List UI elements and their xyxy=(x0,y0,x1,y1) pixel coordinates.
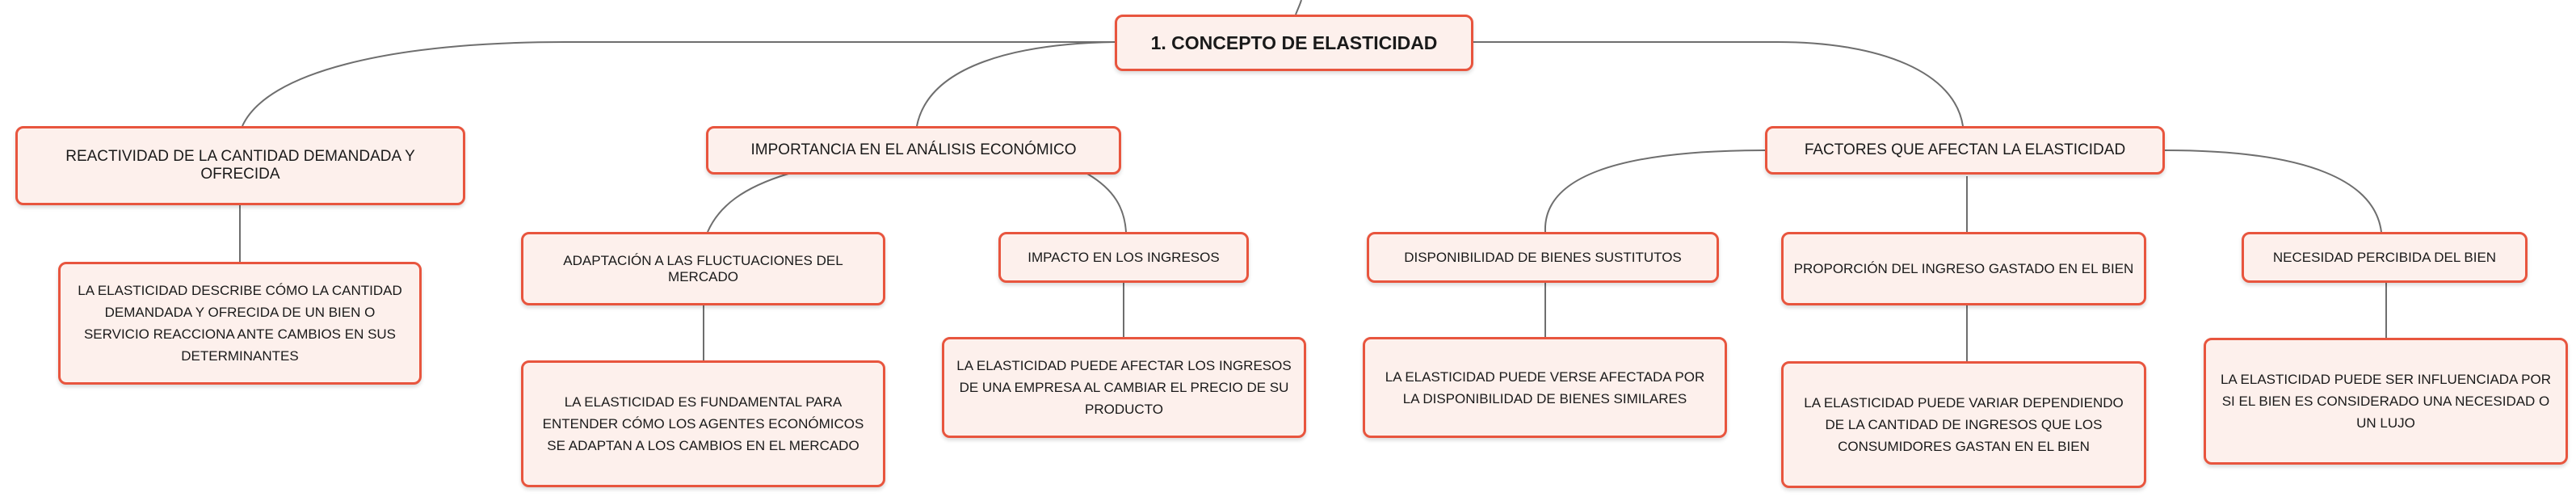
subbranch-adaptacion[interactable]: ADAPTACIÓN A LAS FLUCTUACIONES DEL MERCA… xyxy=(521,232,885,305)
connector-root-reactividad xyxy=(242,41,1115,127)
branch-reactividad-label: REACTIVIDAD DE LA CANTIDAD DEMANDADA Y O… xyxy=(65,148,415,183)
subbranch-proporcion-label: PROPORCIÓN DEL INGRESO GASTADO EN EL BIE… xyxy=(1793,260,2134,276)
adaptacion-detail-text: LA ELASTICIDAD ES FUNDAMENTAL PARA ENTEN… xyxy=(542,394,864,453)
connector-root-factores xyxy=(1473,41,1964,127)
connector-root-importancia xyxy=(916,41,1116,127)
impacto-detail-node[interactable]: LA ELASTICIDAD PUEDE AFECTAR LOS INGRESO… xyxy=(942,337,1306,438)
branch-reactividad[interactable]: REACTIVIDAD DE LA CANTIDAD DEMANDADA Y O… xyxy=(15,126,465,205)
branch-factores[interactable]: FACTORES QUE AFECTAN LA ELASTICIDAD xyxy=(1765,126,2165,175)
root-label: 1. CONCEPTO DE ELASTICIDAD xyxy=(1150,32,1438,53)
adaptacion-detail-node[interactable]: LA ELASTICIDAD ES FUNDAMENTAL PARA ENTEN… xyxy=(521,360,885,487)
branch-importancia[interactable]: IMPORTANCIA EN EL ANÁLISIS ECONÓMICO xyxy=(706,126,1121,175)
subbranch-necesidad[interactable]: NECESIDAD PERCIBIDA DEL BIEN xyxy=(2242,232,2528,283)
necesidad-detail-node[interactable]: LA ELASTICIDAD PUEDE SER INFLUENCIADA PO… xyxy=(2204,338,2568,465)
connector-importancia-impacto xyxy=(1086,173,1127,233)
connector-factores-necesidad xyxy=(2164,149,2382,233)
subbranch-proporcion[interactable]: PROPORCIÓN DEL INGRESO GASTADO EN EL BIE… xyxy=(1781,232,2146,305)
subbranch-necesidad-label: NECESIDAD PERCIBIDA DEL BIEN xyxy=(2272,249,2497,265)
proporcion-detail-node[interactable]: LA ELASTICIDAD PUEDE VARIAR DEPENDIENDO … xyxy=(1781,361,2146,488)
subbranch-disponibilidad[interactable]: DISPONIBILIDAD DE BIENES SUSTITUTOS xyxy=(1367,232,1719,283)
reactividad-detail-node[interactable]: LA ELASTICIDAD DESCRIBE CÓMO LA CANTIDAD… xyxy=(58,262,422,385)
proporcion-detail-text: LA ELASTICIDAD PUEDE VARIAR DEPENDIENDO … xyxy=(1804,395,2124,454)
reactividad-detail-text: LA ELASTICIDAD DESCRIBE CÓMO LA CANTIDAD… xyxy=(78,283,402,364)
connector-factores-disponibilidad xyxy=(1544,149,1766,233)
disponibilidad-detail-node[interactable]: LA ELASTICIDAD PUEDE VERSE AFECTADA POR … xyxy=(1363,337,1727,438)
branch-factores-label: FACTORES QUE AFECTAN LA ELASTICIDAD xyxy=(1804,141,2126,158)
subbranch-impacto-label: IMPACTO EN LOS INGRESOS xyxy=(1027,249,1220,265)
subbranch-disponibilidad-label: DISPONIBILIDAD DE BIENES SUSTITUTOS xyxy=(1404,249,1682,265)
subbranch-adaptacion-label: ADAPTACIÓN A LAS FLUCTUACIONES DEL MERCA… xyxy=(563,252,843,284)
subbranch-impacto[interactable]: IMPACTO EN LOS INGRESOS xyxy=(998,232,1249,283)
root-node[interactable]: 1. CONCEPTO DE ELASTICIDAD xyxy=(1115,15,1473,71)
connector-root-parent xyxy=(1295,0,1302,15)
impacto-detail-text: LA ELASTICIDAD PUEDE AFECTAR LOS INGRESO… xyxy=(956,358,1292,417)
disponibilidad-detail-text: LA ELASTICIDAD PUEDE VERSE AFECTADA POR … xyxy=(1385,368,1705,406)
branch-importancia-label: IMPORTANCIA EN EL ANÁLISIS ECONÓMICO xyxy=(750,141,1077,158)
necesidad-detail-text: LA ELASTICIDAD PUEDE SER INFLUENCIADA PO… xyxy=(2220,372,2552,431)
connector-importancia-adaptacion xyxy=(707,173,789,233)
